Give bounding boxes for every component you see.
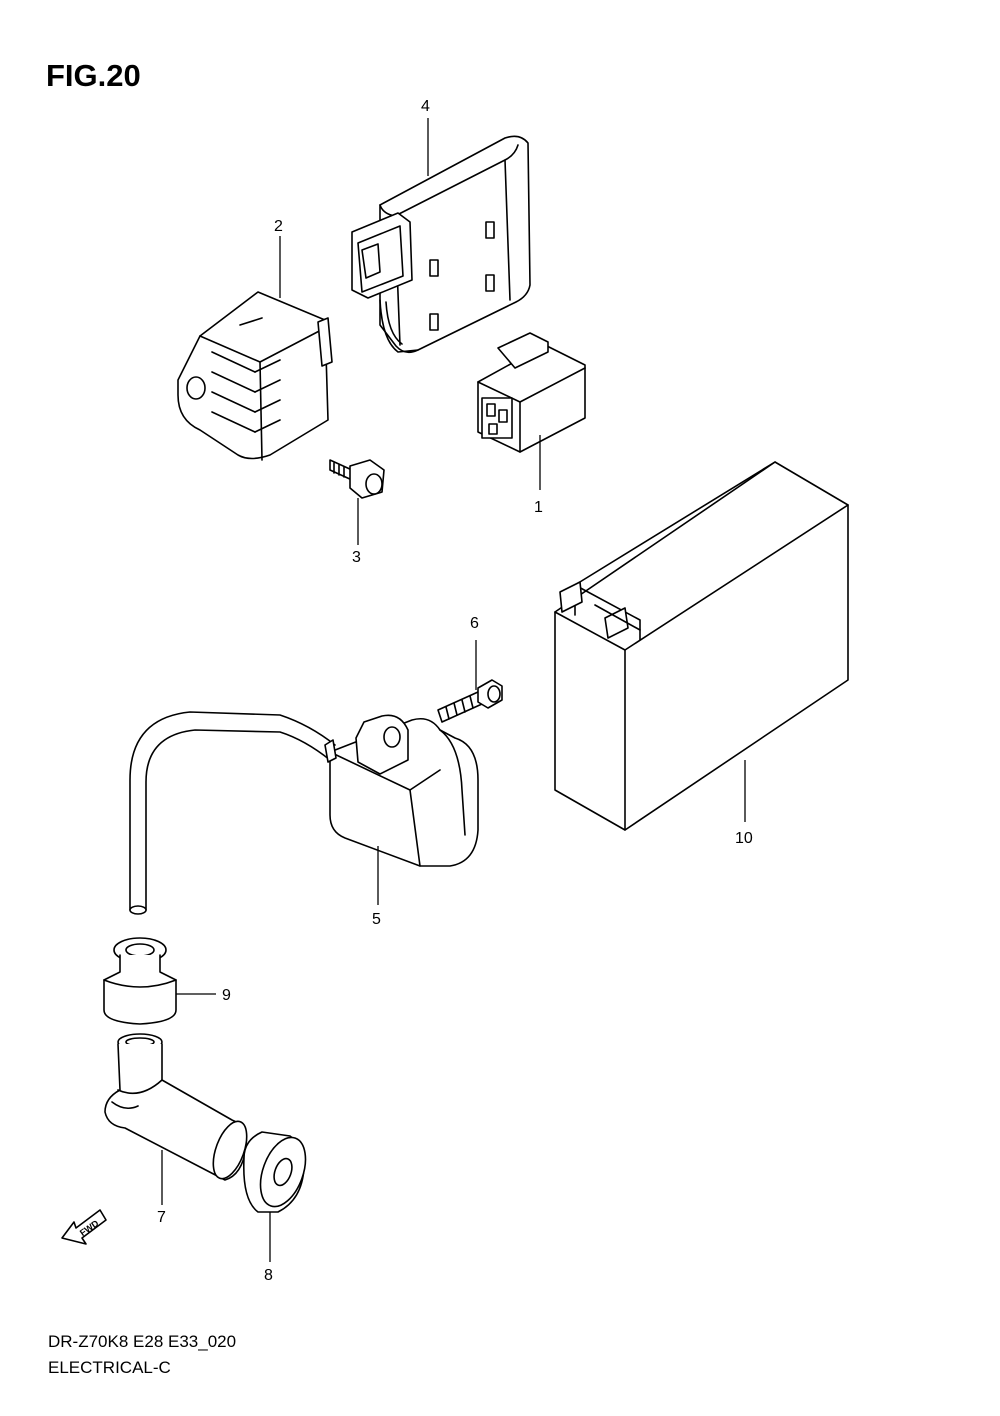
callout-label-7: 7 (157, 1209, 166, 1226)
callout-label-1: 1 (534, 499, 543, 516)
part-bolt-6: 6 (437, 615, 503, 723)
figure-title: FIG.20 (46, 58, 141, 93)
callout-label-2: 2 (274, 218, 283, 235)
callout-label-9: 9 (222, 987, 231, 1004)
part-cdi-unit: 4 (351, 98, 531, 354)
callout-label-4: 4 (421, 98, 430, 115)
fwd-arrow-icon: FWD (61, 1209, 107, 1245)
callout-label-8: 8 (264, 1267, 273, 1284)
part-cap: 9 (103, 937, 231, 1025)
part-regulator: 2 (177, 218, 333, 461)
part-battery: 10 (554, 461, 849, 847)
part-ignition-coil: 5 (129, 711, 479, 928)
part-plug-cap: 7 (104, 1033, 248, 1226)
part-bolt-3: 3 (329, 459, 385, 566)
callout-label-10: 10 (735, 830, 753, 847)
callout-label-3: 3 (352, 549, 361, 566)
part-connector: 1 (477, 332, 586, 516)
figure-section: ELECTRICAL-C (48, 1358, 171, 1377)
figure-code: DR-Z70K8 E28 E33_020 (48, 1332, 237, 1351)
callout-label-6: 6 (470, 615, 479, 632)
callout-label-5: 5 (372, 911, 381, 928)
part-seal: 8 (242, 1131, 307, 1284)
